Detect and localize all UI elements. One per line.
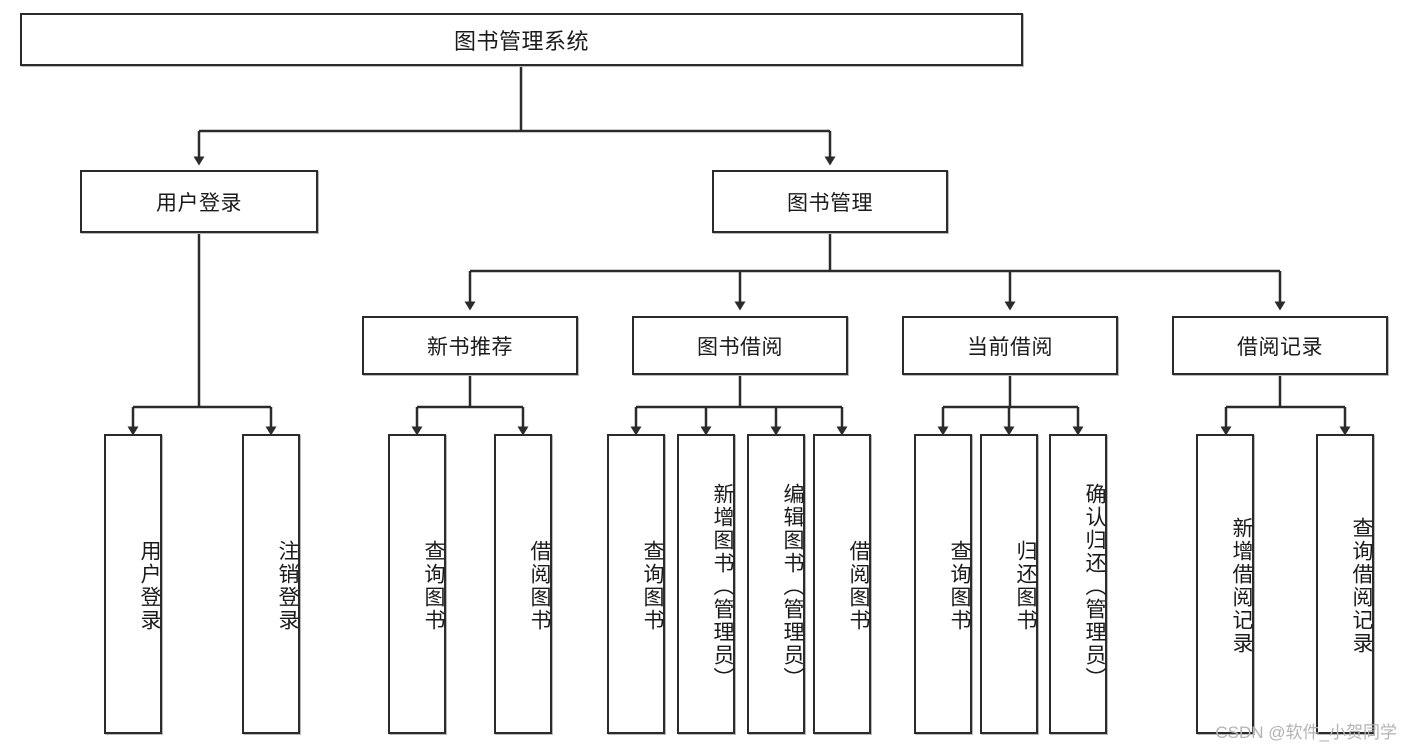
- node-root-book-management-system[interactable]: 图书管理系统: [20, 13, 1023, 66]
- leaf-new-book-query-book[interactable]: 查询图书: [388, 434, 446, 734]
- node-label: 确认归还（管理员）: [1083, 482, 1106, 690]
- node-label: 当前借阅: [967, 335, 1053, 359]
- node-borrow-record[interactable]: 借阅记录: [1172, 316, 1388, 375]
- node-label: 图书管理: [787, 191, 873, 215]
- node-label: 查询图书: [948, 540, 971, 632]
- node-label: 用户登录: [156, 191, 242, 215]
- node-label: 用户登录: [138, 540, 161, 632]
- csdn-watermark: CSDN @软件_小贺同学: [1215, 723, 1397, 742]
- node-label: 借阅图书: [528, 540, 551, 632]
- node-label: 借阅图书: [847, 540, 870, 632]
- node-label: 查询借阅记录: [1350, 517, 1373, 655]
- leaf-book-borrow-borrow-book[interactable]: 借阅图书: [813, 434, 871, 734]
- node-book-borrow[interactable]: 图书借阅: [632, 316, 848, 375]
- node-label: 新增图书（管理员）: [711, 482, 734, 690]
- node-label: 查询图书: [641, 540, 664, 632]
- leaf-current-borrow-query-book[interactable]: 查询图书: [914, 434, 972, 734]
- node-label: 编辑图书（管理员）: [781, 482, 804, 690]
- node-label: 新增借阅记录: [1230, 517, 1253, 655]
- node-label: 归还图书: [1014, 540, 1037, 632]
- node-book-management[interactable]: 图书管理: [712, 170, 948, 233]
- node-label: 新书推荐: [427, 335, 513, 359]
- leaf-book-borrow-add-book-admin[interactable]: 新增图书（管理员）: [677, 434, 735, 734]
- leaf-book-borrow-edit-book-admin[interactable]: 编辑图书（管理员）: [747, 434, 805, 734]
- leaf-user-login-login[interactable]: 用户登录: [104, 434, 162, 734]
- leaf-current-borrow-confirm-return-admin[interactable]: 确认归还（管理员）: [1049, 434, 1107, 734]
- leaf-current-borrow-return-book[interactable]: 归还图书: [980, 434, 1038, 734]
- node-label: 查询图书: [422, 540, 445, 632]
- node-current-borrow[interactable]: 当前借阅: [902, 316, 1118, 375]
- node-label: 图书借阅: [697, 335, 783, 359]
- node-user-login[interactable]: 用户登录: [80, 170, 318, 233]
- node-label: 借阅记录: [1237, 335, 1323, 359]
- leaf-book-borrow-query-book[interactable]: 查询图书: [607, 434, 665, 734]
- leaf-new-book-borrow-book[interactable]: 借阅图书: [494, 434, 552, 734]
- node-label: 注销登录: [276, 540, 299, 632]
- node-new-book-recommend[interactable]: 新书推荐: [362, 316, 578, 375]
- node-label: 图书管理系统: [453, 28, 589, 54]
- leaf-borrow-record-add-record[interactable]: 新增借阅记录: [1196, 434, 1254, 734]
- leaf-user-login-logout[interactable]: 注销登录: [242, 434, 300, 734]
- leaf-borrow-record-query-record[interactable]: 查询借阅记录: [1316, 434, 1374, 734]
